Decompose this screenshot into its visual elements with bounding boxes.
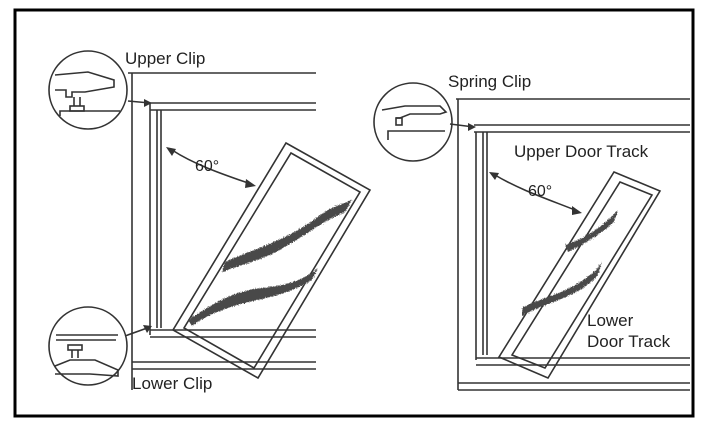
right-door-panel: [497, 171, 662, 380]
right-angle-indicator: [489, 172, 582, 215]
upper-clip-detail: [48, 50, 152, 130]
left-side-jamb: [131, 73, 162, 390]
spring-clip-detail: [373, 82, 476, 162]
right-lower-track: [458, 357, 690, 391]
left-upper-track: [128, 72, 316, 111]
lower-clip-label: Lower Clip: [132, 374, 212, 393]
outer-frame: [13, 8, 695, 418]
right-upper-track: [456, 98, 690, 133]
lower-track-label-line2: Door Track: [587, 332, 671, 351]
left-lower-track: [132, 329, 316, 370]
right-side-jamb: [457, 99, 488, 390]
left-door-panel: [171, 141, 372, 380]
left-angle-indicator: [166, 147, 256, 188]
upper-clip-label: Upper Clip: [125, 49, 205, 68]
right-angle-label: 60°: [528, 183, 552, 200]
lower-clip-detail: [48, 306, 152, 386]
left-angle-label: 60°: [195, 158, 219, 175]
left-figure: [48, 50, 372, 390]
lower-track-label-line1: Lower: [587, 311, 634, 330]
upper-track-label: Upper Door Track: [514, 142, 649, 161]
spring-clip-label: Spring Clip: [448, 72, 531, 91]
right-figure: [373, 82, 690, 391]
